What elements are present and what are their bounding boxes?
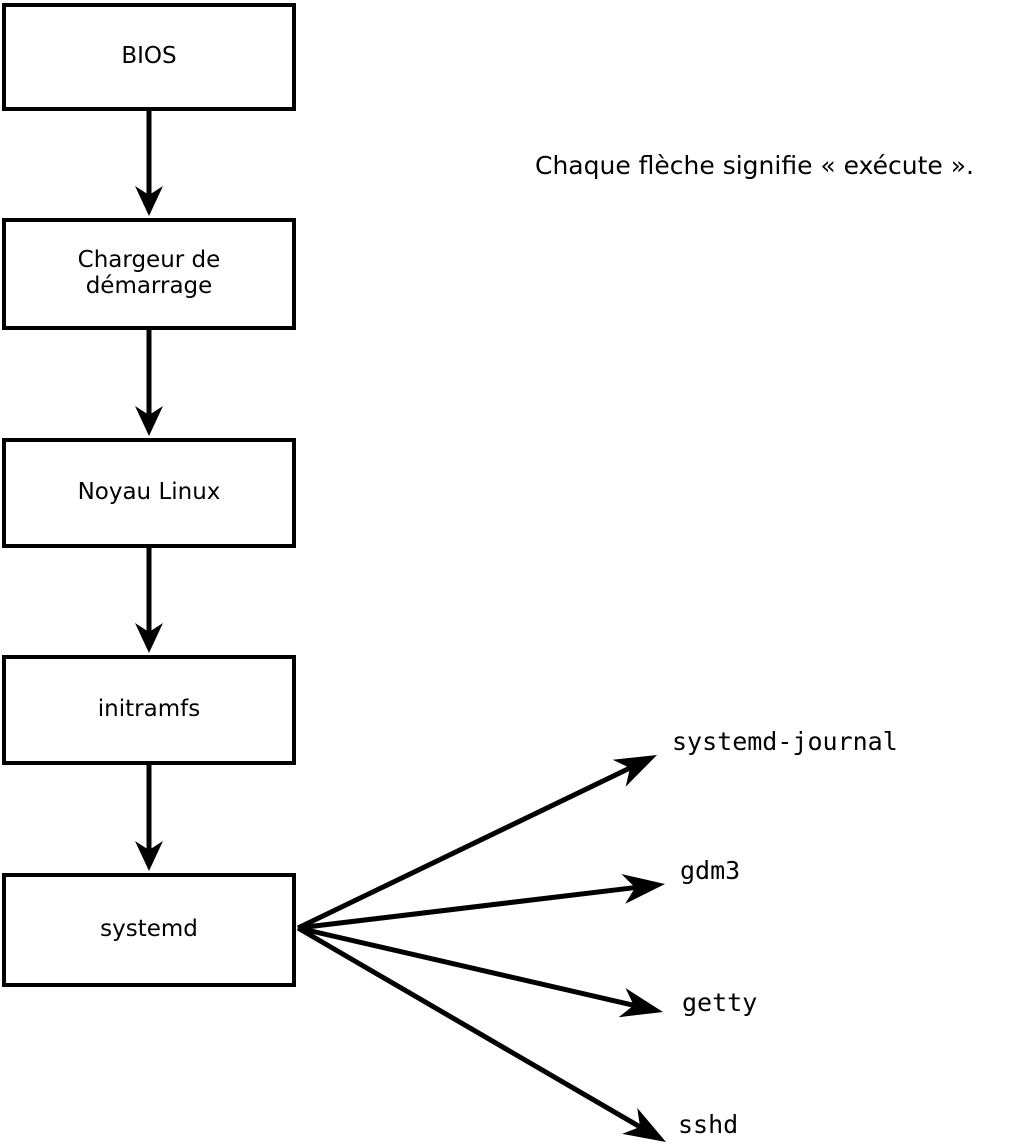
bios-to-bootloader (135, 111, 163, 216)
arrow-to-gdm3 (297, 874, 665, 931)
node-initramfs[interactable]: initramfs (2, 655, 296, 765)
kernel-to-initramfs-head (135, 623, 163, 653)
arrow-to-sshd-head (622, 1107, 666, 1142)
node-bootloader[interactable]: Chargeur de démarrage (2, 218, 296, 330)
arrow-to-getty-shaft (297, 925, 635, 1008)
arrow-to-sshd (296, 925, 666, 1142)
leaf-label-sshd[interactable]: sshd (678, 1110, 739, 1139)
bootloader-to-kernel (135, 330, 163, 436)
node-kernel[interactable]: Noyau Linux (2, 438, 296, 548)
leaf-label-getty[interactable]: getty (682, 988, 758, 1017)
bios-to-bootloader-head (135, 186, 163, 216)
arrow-legend-caption: Chaque flèche signifie « exécute ». (535, 151, 974, 180)
bootloader-to-kernel-head (135, 406, 163, 436)
arrow-to-gdm3-head (621, 874, 665, 904)
initramfs-to-systemd (135, 765, 163, 871)
initramfs-to-systemd-head (135, 841, 163, 871)
node-systemd[interactable]: systemd (2, 873, 296, 987)
kernel-to-initramfs (135, 548, 163, 653)
node-bios[interactable]: BIOS (2, 3, 296, 111)
arrow-to-getty-head (618, 987, 663, 1018)
arrow-to-systemd-journal-head (612, 755, 657, 787)
arrow-to-systemd-journal-shaft (296, 765, 632, 931)
arrow-to-getty (297, 925, 663, 1018)
arrow-to-sshd-shaft (296, 925, 642, 1130)
leaf-label-systemd-journal[interactable]: systemd-journal (672, 727, 898, 756)
arrow-to-gdm3-shaft (297, 885, 636, 931)
leaf-label-gdm3[interactable]: gdm3 (680, 856, 741, 885)
arrow-to-systemd-journal (296, 755, 657, 931)
